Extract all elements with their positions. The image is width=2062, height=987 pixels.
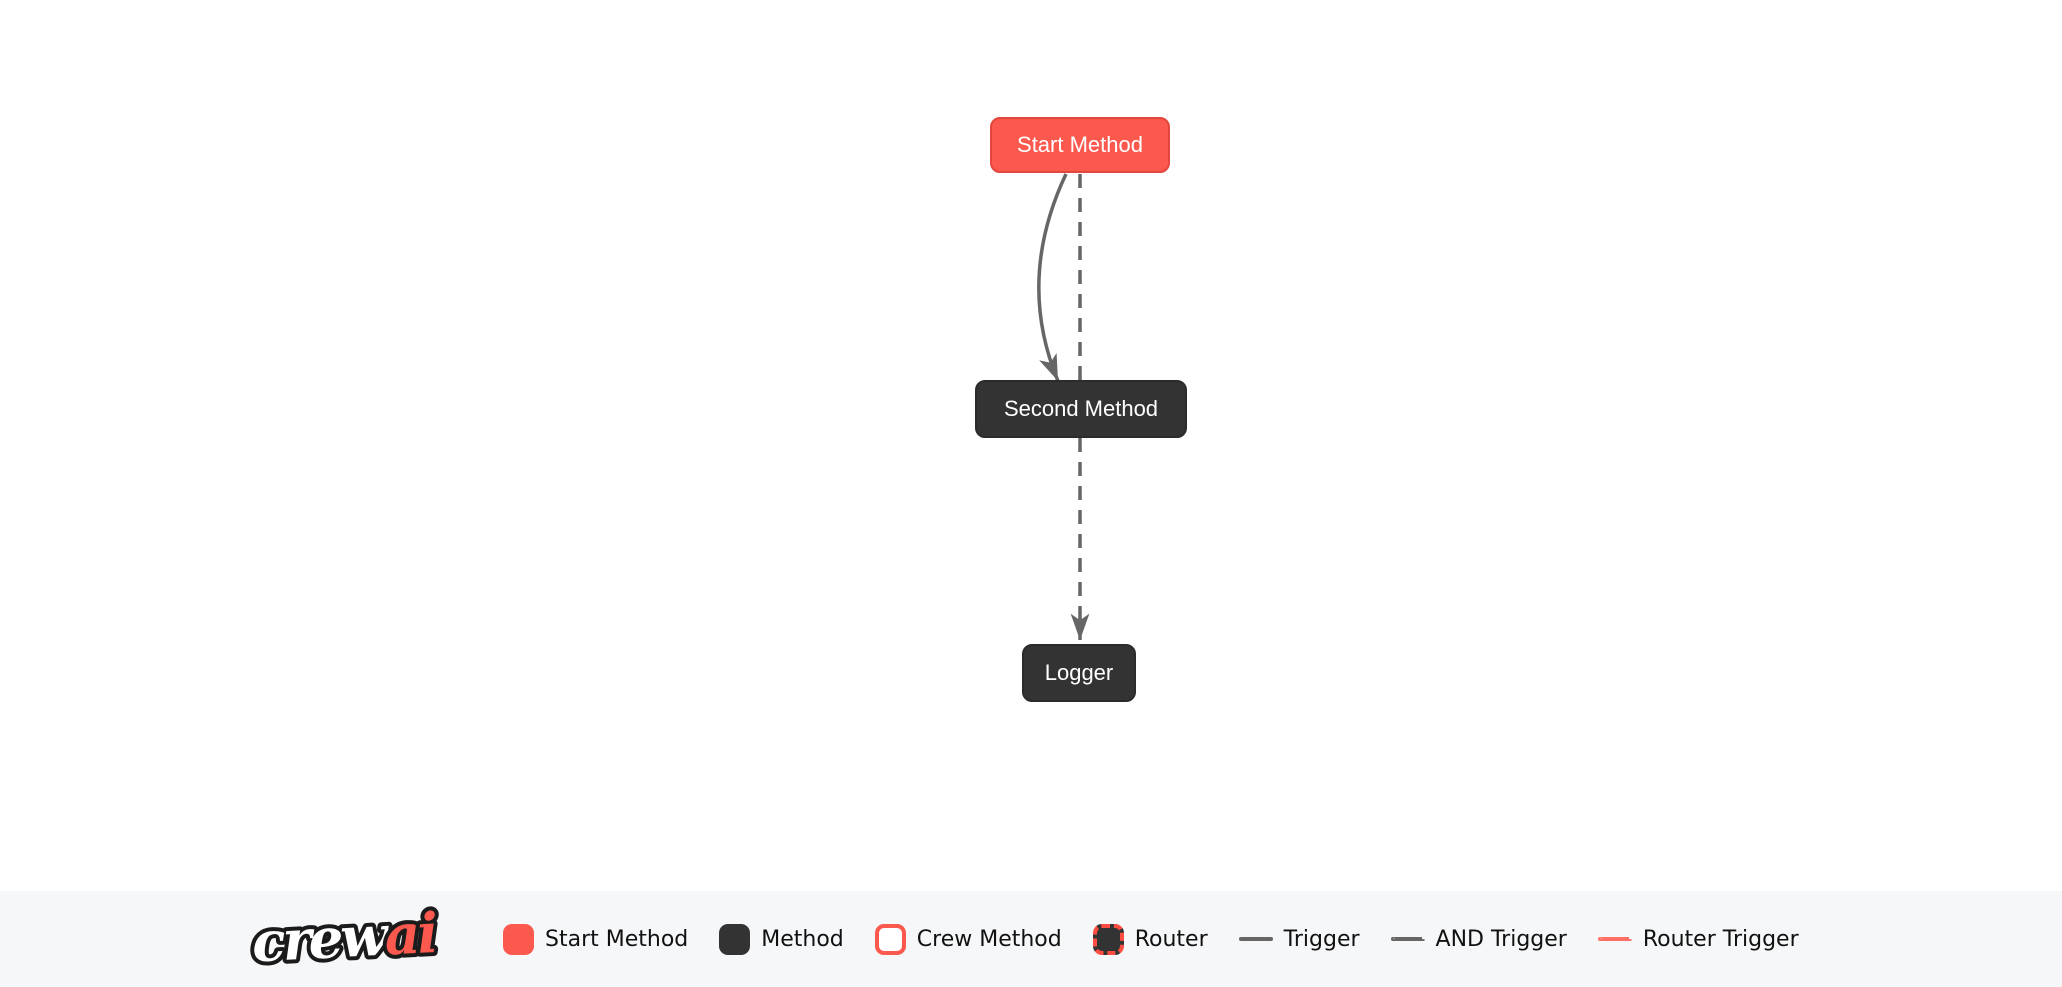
svg-text:crewai: crewai — [250, 905, 438, 973]
legend-swatch-router — [1092, 923, 1124, 955]
legend-item-trigger: Trigger — [1238, 926, 1360, 952]
legend-item-crew-method: Crew Method — [874, 923, 1062, 955]
legend-label-and-trigger: AND Trigger — [1435, 926, 1567, 952]
legend-swatch-method — [719, 923, 751, 955]
legend-label-trigger: Trigger — [1283, 926, 1360, 952]
legend-label-method: Method — [761, 926, 844, 952]
flow-node-logger[interactable]: Logger — [1022, 644, 1136, 702]
crewai-logo: crewai — [250, 905, 442, 973]
crewai-logo-ai: ai — [383, 905, 438, 968]
legend-swatch-trigger — [1238, 937, 1273, 941]
flow-node-start-method[interactable]: Start Method — [990, 117, 1170, 173]
legend-swatch-crew-method — [874, 923, 906, 955]
edge-start-method-to-second-method — [1037, 173, 1068, 382]
legend-item-and-trigger: AND Trigger — [1390, 926, 1567, 952]
legend-item-start-method: Start Method — [503, 923, 689, 955]
legend-swatch-router-trigger — [1597, 937, 1632, 941]
legend-label-router-trigger: Router Trigger — [1642, 926, 1799, 952]
edge-layer — [1037, 173, 1090, 640]
legend-label-crew-method: Crew Method — [916, 926, 1062, 952]
legend-swatch-start-method — [503, 923, 534, 955]
legend-bar: crewai Start Method Method Crew Method Rout… — [0, 891, 2062, 987]
legend-item-method: Method — [719, 923, 844, 955]
legend-label-start-method: Start Method — [545, 926, 689, 952]
legend-label-router: Router — [1134, 926, 1208, 952]
crewai-logo-crew: crew — [250, 905, 391, 973]
legend-item-router: Router — [1092, 923, 1208, 955]
legend-item-router-trigger: Router Trigger — [1597, 926, 1799, 952]
flow-node-second-method[interactable]: Second Method — [975, 380, 1187, 438]
legend-swatch-and-trigger — [1390, 937, 1425, 941]
